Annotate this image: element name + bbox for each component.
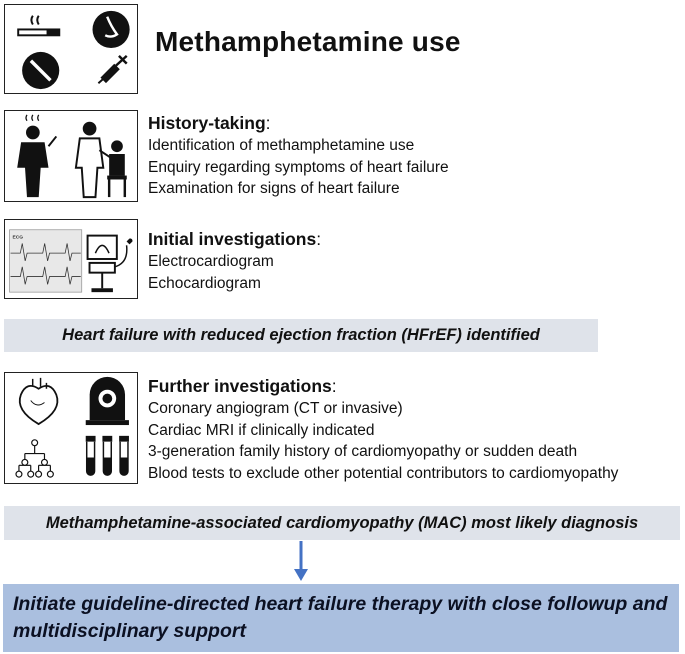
step-item: Identification of methamphetamine use: [148, 137, 415, 154]
ecg-echo-icon: ECG: [9, 229, 133, 293]
nose-icon: [92, 10, 130, 49]
substance-icons: [17, 10, 130, 90]
step-heading: Further investigations: [148, 376, 332, 396]
family-tree-icon: [15, 439, 54, 478]
history-taking-step: History-taking: Identification of metham…: [148, 111, 449, 200]
step-item: Cardiac MRI if clinically indicated: [148, 421, 375, 439]
pill-icon: [22, 51, 60, 90]
mac-diagnosis-bar: Methamphetamine-associated cardiomyopath…: [4, 506, 680, 540]
step-heading: Initial investigations: [148, 229, 317, 249]
ecg-label: ECG: [13, 235, 24, 241]
patient-exam-icon: [17, 114, 127, 199]
substance-icons-box: [4, 4, 138, 94]
step-item: Examination for signs of heart failure: [148, 180, 400, 197]
therapy-recommendation-box: Initiate guideline-directed heart failur…: [3, 584, 679, 652]
hfref-identified-bar: Heart failure with reduced ejection frac…: [4, 319, 598, 352]
initial-investigations-step: Initial investigations: Electrocardiogra…: [148, 227, 321, 294]
further-investigation-icons-box: [4, 372, 138, 484]
further-investigation-icons: [15, 376, 129, 478]
mri-scanner-icon: [85, 376, 129, 426]
history-icons-box: [4, 110, 138, 202]
cigarette-icon: [17, 15, 61, 37]
down-arrow-icon: [294, 541, 308, 581]
step-item: 3-generation family history of cardiomyo…: [148, 443, 578, 460]
blood-tubes-icon: [85, 435, 129, 476]
step-item: Blood tests to exclude other potential c…: [148, 464, 619, 482]
step-item: Coronary angiogram (CT or invasive): [148, 400, 403, 417]
step-item: Electrocardiogram: [148, 253, 274, 270]
syringe-icon: [97, 54, 128, 84]
step-heading: History-taking: [148, 113, 266, 133]
initial-investigation-icons-box: ECG: [4, 219, 138, 299]
step-item: Echocardiogram: [148, 274, 261, 292]
step-item: Enquiry regarding symptoms of heart fail…: [148, 158, 449, 176]
heart-icon: [18, 377, 59, 426]
page-title: Methamphetamine use: [155, 26, 461, 57]
further-investigations-step: Further investigations: Coronary angiogr…: [148, 374, 618, 484]
